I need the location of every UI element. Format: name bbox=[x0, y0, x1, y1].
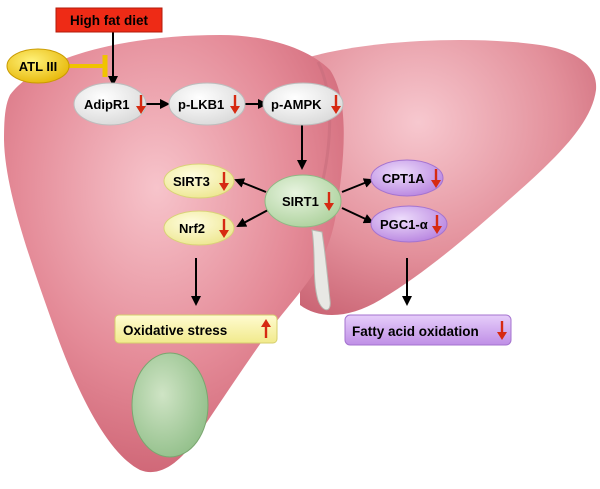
liver-right-lobe bbox=[300, 40, 597, 316]
indicator-head bbox=[497, 332, 507, 340]
oxidative-stress-node: Oxidative stress bbox=[114, 314, 278, 344]
indicator-head bbox=[331, 106, 341, 114]
pgc1-node: PGC1-α bbox=[370, 205, 448, 243]
indicator-head bbox=[219, 230, 229, 238]
sirt3-node: SIRT3 bbox=[163, 163, 235, 199]
adipr1-down-arrow bbox=[136, 95, 146, 114]
fatty-down-arrow bbox=[497, 321, 507, 340]
cpt1a-node: CPT1A bbox=[370, 159, 444, 197]
sirt1-label: SIRT1 bbox=[282, 194, 319, 209]
liver-ligament bbox=[311, 229, 331, 311]
pathway-arrows bbox=[68, 30, 412, 306]
ampk-node: p-AMPK bbox=[262, 82, 344, 126]
sirt3-down-arrow bbox=[219, 172, 229, 191]
arrow-sirt1-to-sirt3 bbox=[234, 178, 267, 193]
cpt1a-label: CPT1A bbox=[382, 171, 425, 186]
indicator-head bbox=[432, 226, 442, 234]
atl-iii-node: ATL III bbox=[6, 48, 70, 84]
sirt1-node: SIRT1 bbox=[264, 174, 342, 228]
sirt1-down-arrow bbox=[324, 192, 334, 211]
ampk-down-arrow bbox=[331, 95, 341, 114]
atl-iii-label: ATL III bbox=[19, 59, 58, 74]
indicator-head bbox=[261, 319, 271, 327]
high-fat-diet-label: High fat diet bbox=[70, 13, 148, 28]
indicator-head bbox=[324, 203, 334, 211]
pgc1-label: PGC1-α bbox=[380, 217, 428, 232]
nrf2-label: Nrf2 bbox=[179, 221, 205, 236]
liver-illustration bbox=[4, 35, 597, 473]
adipr1-label: AdipR1 bbox=[84, 97, 130, 112]
oxidative-up-arrow bbox=[261, 319, 271, 338]
indicator-head bbox=[219, 183, 229, 191]
arrow-sirt1-to-pgc1 bbox=[341, 207, 374, 224]
arrow-sirt1-to-nrf2 bbox=[236, 209, 269, 227]
indicator-head bbox=[136, 106, 146, 114]
fatty-acid-oxidation-label: Fatty acid oxidation bbox=[352, 324, 479, 339]
ampk-label: p-AMPK bbox=[271, 97, 322, 112]
oxidative-stress-label: Oxidative stress bbox=[123, 323, 227, 338]
adipr1-node: AdipR1 bbox=[73, 82, 147, 126]
nrf2-node: Nrf2 bbox=[163, 210, 235, 246]
indicator-head bbox=[230, 106, 240, 114]
lkb1-label: p-LKB1 bbox=[178, 97, 224, 112]
nrf2-down-arrow bbox=[219, 219, 229, 238]
gallbladder bbox=[131, 352, 209, 458]
indicator-head bbox=[431, 180, 441, 188]
liver-left-lobe bbox=[4, 35, 344, 473]
lkb1-down-arrow bbox=[230, 95, 240, 114]
sirt3-label: SIRT3 bbox=[173, 174, 210, 189]
high-fat-diet-node: High fat diet bbox=[55, 7, 163, 33]
cpt1a-down-arrow bbox=[431, 169, 441, 188]
lkb1-node: p-LKB1 bbox=[168, 82, 246, 126]
pgc1-down-arrow bbox=[432, 215, 442, 234]
fatty-acid-oxidation-node: Fatty acid oxidation bbox=[344, 314, 512, 346]
arrow-sirt1-to-cpt1a bbox=[341, 178, 374, 193]
